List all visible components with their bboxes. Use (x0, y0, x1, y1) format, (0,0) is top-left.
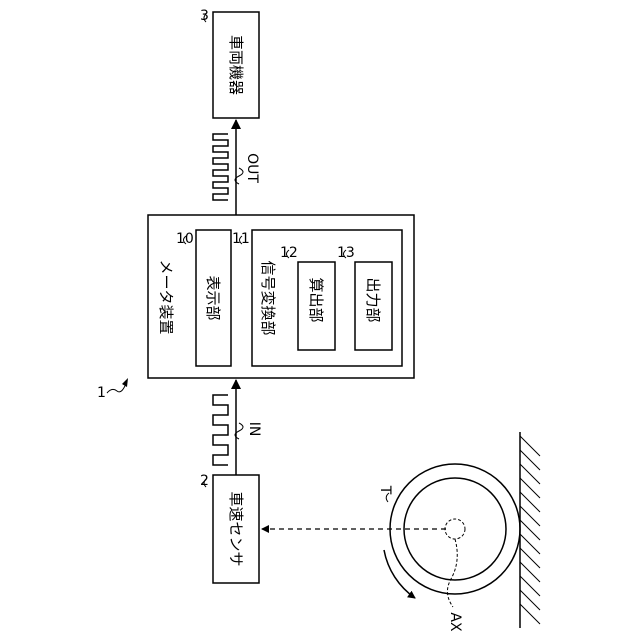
ref-11: 11 (232, 231, 250, 247)
ref-1: 1 (97, 385, 106, 401)
tire-group: T AX (377, 464, 520, 632)
tire-inner-circle (404, 478, 506, 580)
in-signal-group: IN (213, 380, 262, 475)
axis-label: AX (447, 612, 463, 632)
in-pulse-waveform (213, 395, 228, 465)
speed-sensor-label: 車速センサ (227, 491, 245, 566)
tire-axis-circle (445, 519, 465, 539)
ref-13: 13 (337, 245, 355, 261)
ref-10: 10 (176, 231, 194, 247)
ref-1-arrowhead (122, 378, 128, 387)
out-pulse-waveform (213, 134, 228, 200)
ground-group (520, 432, 540, 628)
tire-label: T (377, 485, 393, 495)
in-label: IN (246, 422, 262, 437)
rotation-arrow (384, 550, 415, 598)
out-label: OUT (244, 153, 260, 183)
ground-hatching (520, 436, 540, 624)
meter-device-label: メータ装置 (157, 259, 175, 334)
output-unit-label: 出力部 (364, 277, 382, 322)
tire-ref-leader (386, 493, 389, 502)
meter-device-block: メータ装置 表示部 10 信号変換部 11 算出部 12 出力部 13 (148, 215, 414, 378)
signal-converter-label: 信号変換部 (259, 260, 277, 335)
out-signal-group: OUT (213, 120, 260, 215)
speed-sensor-block: 車速センサ 2 (200, 473, 259, 583)
ref-12: 12 (280, 245, 298, 261)
axis-leader (447, 539, 457, 607)
ref-3: 3 (200, 8, 209, 24)
ref-2: 2 (200, 473, 209, 489)
system-ref: 1 (97, 378, 128, 401)
vehicle-device-block: 車両機器 3 (200, 8, 259, 118)
vehicle-device-label: 車両機器 (227, 35, 245, 95)
display-unit-label: 表示部 (204, 275, 222, 320)
calc-unit-label: 算出部 (307, 277, 325, 322)
